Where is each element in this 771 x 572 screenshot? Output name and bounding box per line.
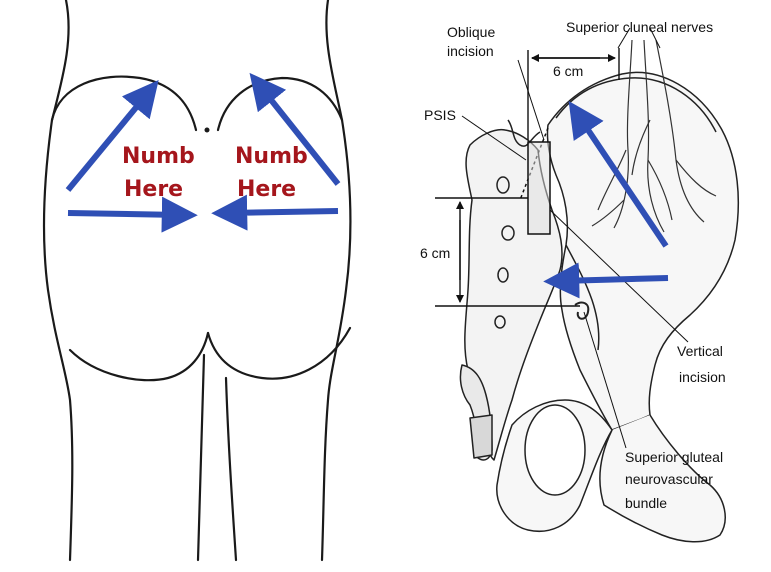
label-vertical: Vertical (677, 343, 723, 359)
cluneal-leader-right (649, 27, 661, 49)
greater-sciatic-notch (565, 244, 600, 351)
label-vertical-incision: incision (679, 369, 726, 385)
buttocks-illustration (42, 0, 352, 562)
right-buttock-bottom (206, 326, 352, 380)
gluteal-cleft-mark (204, 127, 210, 133)
arrow-pelvis-horizontal (543, 262, 669, 299)
coccyx-band (469, 414, 493, 459)
label-neurovascular: neurovascular (625, 471, 713, 487)
numb-here-left-line1: Numb (122, 144, 195, 169)
pelvis-arrows (543, 101, 669, 299)
arrow-left-diagonal (65, 80, 159, 192)
incision-marks (461, 27, 689, 449)
gluteal-bundle-leader (583, 311, 627, 449)
right-buttock-top (216, 76, 344, 132)
label-oblique: Oblique (447, 24, 495, 40)
left-body-contour (42, 0, 74, 562)
obturator-foramen (524, 404, 586, 496)
label-bundle: bundle (625, 495, 667, 511)
ilium-outline (546, 71, 740, 431)
label-superior-gluteal: Superior gluteal (625, 449, 723, 465)
label-superior-cluneal-nerves: Superior cluneal nerves (566, 19, 713, 35)
left-buttock-top (50, 75, 198, 132)
numb-here-left-line2: Here (124, 177, 183, 202)
vertical-incision-box (527, 141, 551, 235)
arrow-pelvis-diagonal (568, 101, 669, 248)
oblique-incision-leader (517, 59, 545, 141)
vertical-incision-leader (549, 209, 689, 343)
label-psis: PSIS (424, 107, 456, 123)
arrow-right-horizontal (211, 194, 339, 231)
sacrum-crest (507, 119, 541, 147)
label-top-6cm: 6 cm (553, 63, 583, 79)
pelvis-illustration (459, 71, 740, 543)
right-body-contour (320, 0, 352, 562)
arrow-right-diagonal (249, 72, 341, 186)
arrow-left-horizontal (67, 196, 198, 233)
sacral-foramen-4 (494, 315, 506, 329)
right-inner-thigh (224, 376, 238, 562)
cluneal-leader-left (617, 27, 631, 49)
left-panel-arrows (65, 72, 341, 233)
numb-here-right-line2: Here (237, 177, 296, 202)
sacral-foramen-3 (497, 267, 509, 283)
left-buttock-bottom (68, 331, 210, 382)
sacral-foramen-2 (501, 225, 515, 241)
label-side-6cm: 6 cm (420, 245, 450, 261)
numb-here-right-line1: Numb (235, 144, 308, 169)
label-oblique-incision: incision (447, 43, 494, 59)
dimension-lines (435, 48, 620, 307)
left-inner-thigh (196, 353, 206, 562)
psis-leader (461, 115, 527, 161)
sacral-foramen-1 (496, 176, 510, 194)
gluteal-bundle-vessel (574, 301, 590, 320)
cluneal-nerves (591, 39, 717, 233)
